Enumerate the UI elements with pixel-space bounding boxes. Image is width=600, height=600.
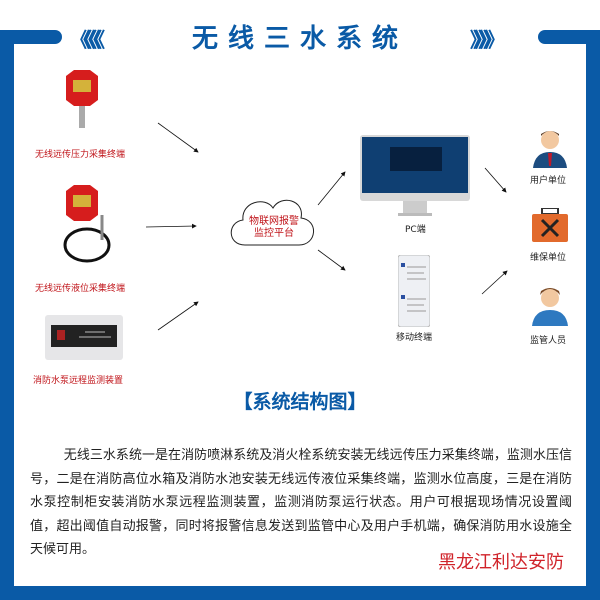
cloud-icon [230,199,314,246]
frame-top-left [0,30,62,44]
chevrons-right-icon: 》》》》 [470,28,505,52]
brand-name: 黑龙江利达安防 [438,552,564,573]
terminal-label: PC端 [405,225,426,235]
pc-monitor-icon [360,135,470,216]
toolbox-icon [532,208,568,242]
platform-line2: 监控平台 [254,228,294,239]
frame-bottom [0,586,600,600]
platform-label: 物联网报警监控平台 [236,216,312,240]
pump-monitor-icon [45,315,123,360]
pressure-sensor-icon [66,70,98,128]
terminal-label: 移动终端 [396,333,433,343]
level-sensor-icon [63,185,111,263]
recipient-label: 监管人员 [530,336,567,346]
page-title: 无线三水系统 [191,24,408,54]
diagram-subtitle: 【系统结构图】 [233,391,367,413]
chevrons-left-icon: 《《《《 [70,28,105,52]
supervisor-person-icon [532,288,568,326]
frame-right [586,30,600,600]
recipient-label: 维保单位 [530,253,567,263]
device-label: 无线远传压力采集终端 [35,150,126,160]
platform-line1: 物联网报警 [249,216,299,227]
device-label: 消防水泵远程监测装置 [33,376,124,386]
description-paragraph: 无线三水系统一是在消防喷淋系统及消火栓系统安装无线远传压力采集终端，监测水压信号… [30,448,572,557]
flow-arrows [145,122,508,331]
device-label: 无线远传液位采集终端 [35,284,126,294]
recipient-label: 用户单位 [530,176,567,186]
frame-top-right [538,30,600,44]
mobile-phone-icon [398,255,430,327]
user-person-icon [533,131,567,168]
frame-left [0,30,14,600]
